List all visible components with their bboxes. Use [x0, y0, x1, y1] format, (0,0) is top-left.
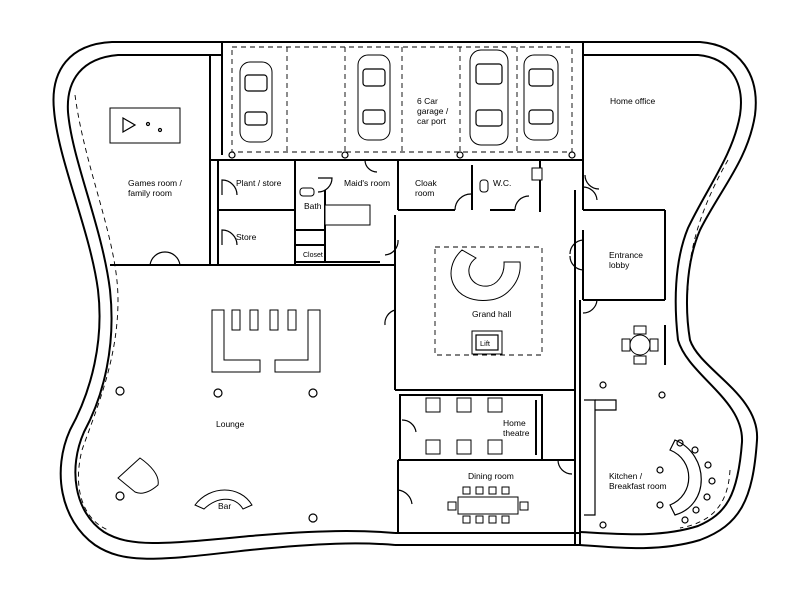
car-4: [523, 54, 559, 141]
label-kitchen-line: Breakfast room: [609, 481, 667, 491]
garage-area: [210, 41, 584, 161]
car-1: [239, 61, 273, 143]
games-room-walls: [110, 251, 210, 266]
label-home-theatre-line: Home: [503, 418, 526, 428]
label-wc: W.C.: [493, 178, 511, 188]
outer-walls: [52, 41, 759, 560]
east-wing-walls: [569, 155, 666, 545]
label-plant-store: Plant / store: [236, 178, 282, 188]
car-2: [357, 54, 391, 141]
label-bath: Bath: [304, 201, 322, 211]
label-garage-line: car port: [417, 116, 446, 126]
label-home-office: Home office: [610, 96, 655, 106]
label-bar: Bar: [218, 501, 231, 511]
label-dining-room: Dining room: [468, 471, 514, 481]
label-games-room-line: family room: [128, 188, 172, 198]
label-garage-line: garage /: [417, 106, 449, 116]
label-games-room: Games room /family room: [128, 178, 182, 198]
label-store: Store: [236, 232, 257, 242]
dining-walls: [397, 459, 575, 533]
label-entrance-lobby-line: lobby: [609, 260, 630, 270]
lounge-sofas: [115, 309, 321, 523]
label-lounge: Lounge: [216, 419, 245, 429]
label-kitchen: Kitchen /Breakfast room: [609, 471, 667, 491]
pool-table: [109, 107, 181, 144]
grand-hall-walls: [210, 190, 576, 545]
label-home-theatre-line: theatre: [503, 428, 530, 438]
car-3: [469, 49, 509, 146]
label-grand-hall: Grand hall: [472, 309, 511, 319]
label-cloak-room-line: room: [415, 188, 434, 198]
dining-table: [447, 486, 529, 524]
breakfast-table: [621, 325, 659, 365]
kitchen-fittings: [584, 381, 716, 529]
label-maids-room: Maid's room: [344, 178, 390, 188]
bar-counter: [194, 489, 253, 510]
label-cloak-room-line: Cloak: [415, 178, 437, 188]
label-closet: Closet: [303, 252, 323, 259]
label-lift: Lift: [480, 339, 491, 348]
label-garage-line: 6 Car: [417, 96, 438, 106]
piano: [117, 457, 159, 494]
label-entrance-lobby-line: Entrance: [609, 250, 643, 260]
label-games-room-line: Games room /: [128, 178, 182, 188]
label-kitchen-line: Kitchen /: [609, 471, 643, 481]
